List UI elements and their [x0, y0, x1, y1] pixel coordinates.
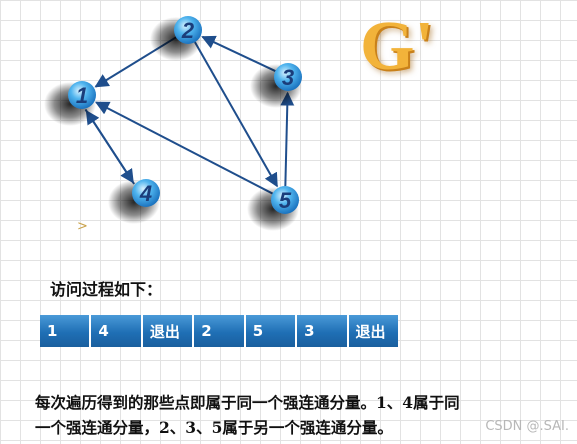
node-label: 4 [139, 181, 152, 206]
g-prime-logo: G' [360, 8, 434, 85]
sequence-cell: 退出 [348, 315, 398, 347]
sequence-cell: 4 [91, 315, 143, 347]
node-label: 1 [76, 83, 88, 108]
node-ball [68, 81, 96, 109]
watermark: CSDN @.SAI. [485, 419, 569, 434]
node-ball [274, 63, 302, 91]
summary-line-2: 一个强连通分量，2、3、5属于另一个强连通分量。 [35, 418, 393, 437]
summary-line-1: 每次遍历得到的那些点即属于同一个强连通分量。1、4属于同 [35, 393, 460, 412]
node-label: 3 [282, 65, 294, 90]
graph-diagram: 1 2 3 4 5 [44, 16, 302, 231]
node-label: 2 [181, 18, 195, 43]
node-label: 5 [279, 188, 292, 213]
edge-2-to-5 [194, 41, 278, 188]
summary-text: 每次遍历得到的那些点即属于同一个强连通分量。1、4属于同 一个强连通分量，2、3… [35, 390, 565, 440]
sequence-cell: 3 [297, 315, 349, 347]
cursor-mark: > [77, 219, 88, 234]
edge-5-to-3 [280, 91, 295, 187]
edge-4-to-1 [85, 109, 135, 185]
sequence-cell: 2 [194, 315, 246, 347]
node-ball [174, 16, 202, 44]
node-4: 4 [108, 179, 160, 224]
visit-process-label: 访问过程如下： [50, 280, 163, 299]
edge-5-to-1 [94, 101, 274, 195]
sequence-cell: 退出 [142, 315, 195, 347]
sequence-cell: 1 [40, 315, 92, 347]
node-ball [271, 186, 299, 214]
sequence-cell: 5 [245, 315, 298, 347]
node-1: 1 [44, 81, 96, 126]
edge-3-to-2 [201, 35, 276, 72]
node-3: 3 [250, 63, 302, 108]
visit-sequence-bar: 1 4 退出 2 5 3 退出 [40, 315, 398, 347]
node-5: 5 [247, 186, 299, 231]
node-2: 2 [150, 16, 202, 61]
node-ball [132, 179, 160, 207]
